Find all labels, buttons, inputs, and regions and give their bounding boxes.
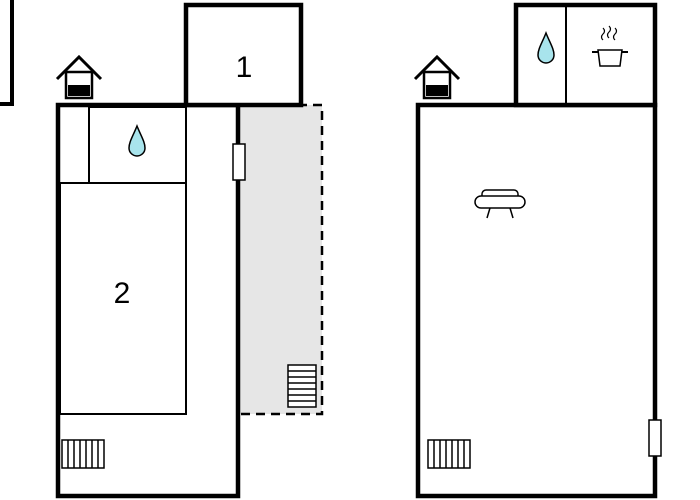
partial-wall	[0, 0, 14, 106]
water-drop-icon	[537, 30, 555, 64]
floor-right	[413, 2, 662, 499]
room-2-outline	[59, 182, 187, 415]
main-room-outline	[55, 102, 241, 499]
room-1-outline	[183, 2, 304, 108]
stairs-icon	[61, 439, 105, 469]
stairs-icon	[427, 439, 471, 469]
house-entrance-icon	[413, 54, 461, 100]
cooking-pot-icon	[592, 25, 628, 67]
annex-outline	[513, 2, 658, 108]
floor-left: 1 2	[0, 0, 324, 499]
room-1-label: 1	[236, 51, 253, 84]
window-icon	[232, 143, 246, 181]
stairs-icon	[287, 364, 317, 408]
main-room-outline	[415, 102, 658, 499]
sofa-icon	[474, 189, 526, 219]
house-entrance-icon	[55, 54, 103, 100]
room-2-label: 2	[114, 277, 131, 310]
window-icon	[648, 419, 662, 457]
water-drop-icon	[128, 123, 146, 157]
